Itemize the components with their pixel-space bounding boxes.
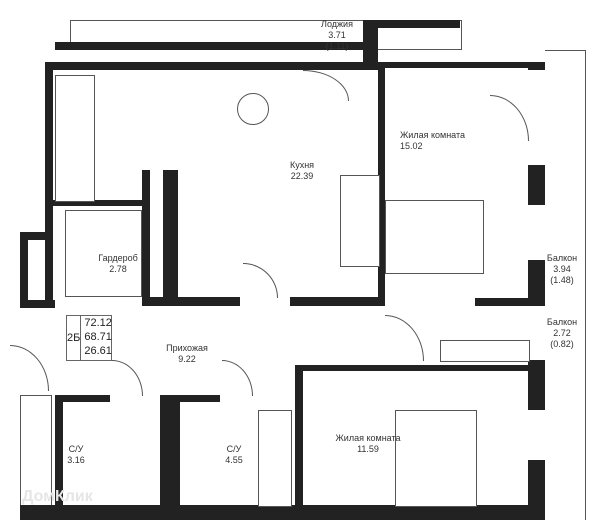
wall: [20, 505, 545, 520]
wall: [528, 165, 545, 205]
wall: [20, 232, 28, 307]
door: [112, 360, 143, 396]
wall: [528, 360, 545, 410]
door: [385, 315, 424, 361]
apartment-info: 2Б 72.12 68.71 26.61: [66, 315, 112, 361]
wall: [160, 395, 220, 402]
kitchen-counter: [55, 75, 95, 202]
apartment-type: 2Б: [67, 316, 82, 360]
bed: [395, 410, 477, 507]
area-without-balconies: 68.71: [84, 331, 112, 343]
bathtub: [258, 410, 292, 507]
wall: [378, 62, 385, 306]
wall: [303, 365, 528, 371]
wall: [45, 62, 53, 307]
wall: [363, 20, 460, 28]
wall: [160, 395, 180, 505]
dining-table: [237, 93, 269, 125]
door: [490, 95, 529, 141]
living-area: 26.61: [84, 345, 112, 357]
door: [10, 345, 49, 391]
door: [222, 360, 253, 396]
wall: [55, 395, 63, 505]
sofa: [340, 175, 380, 267]
balcony-outline: [545, 50, 586, 520]
wall: [20, 300, 55, 308]
wardrobe: [440, 340, 530, 362]
wall: [20, 232, 45, 240]
door: [243, 263, 278, 298]
bed: [385, 200, 484, 274]
wall: [528, 62, 545, 70]
wall: [55, 395, 110, 402]
wall: [55, 42, 365, 50]
wardrobe-rack: [65, 210, 142, 297]
wall: [385, 62, 545, 68]
wall: [142, 170, 150, 305]
wall: [528, 260, 545, 306]
wall: [142, 297, 240, 306]
wall: [295, 365, 303, 505]
wall: [163, 170, 178, 300]
wall: [363, 20, 378, 70]
door: [303, 70, 349, 101]
watermark: ДомКлик: [22, 488, 93, 505]
wall: [290, 297, 385, 306]
wall: [475, 298, 545, 306]
wall: [53, 200, 143, 206]
total-area: 72.12: [84, 317, 112, 329]
wall: [45, 62, 385, 70]
